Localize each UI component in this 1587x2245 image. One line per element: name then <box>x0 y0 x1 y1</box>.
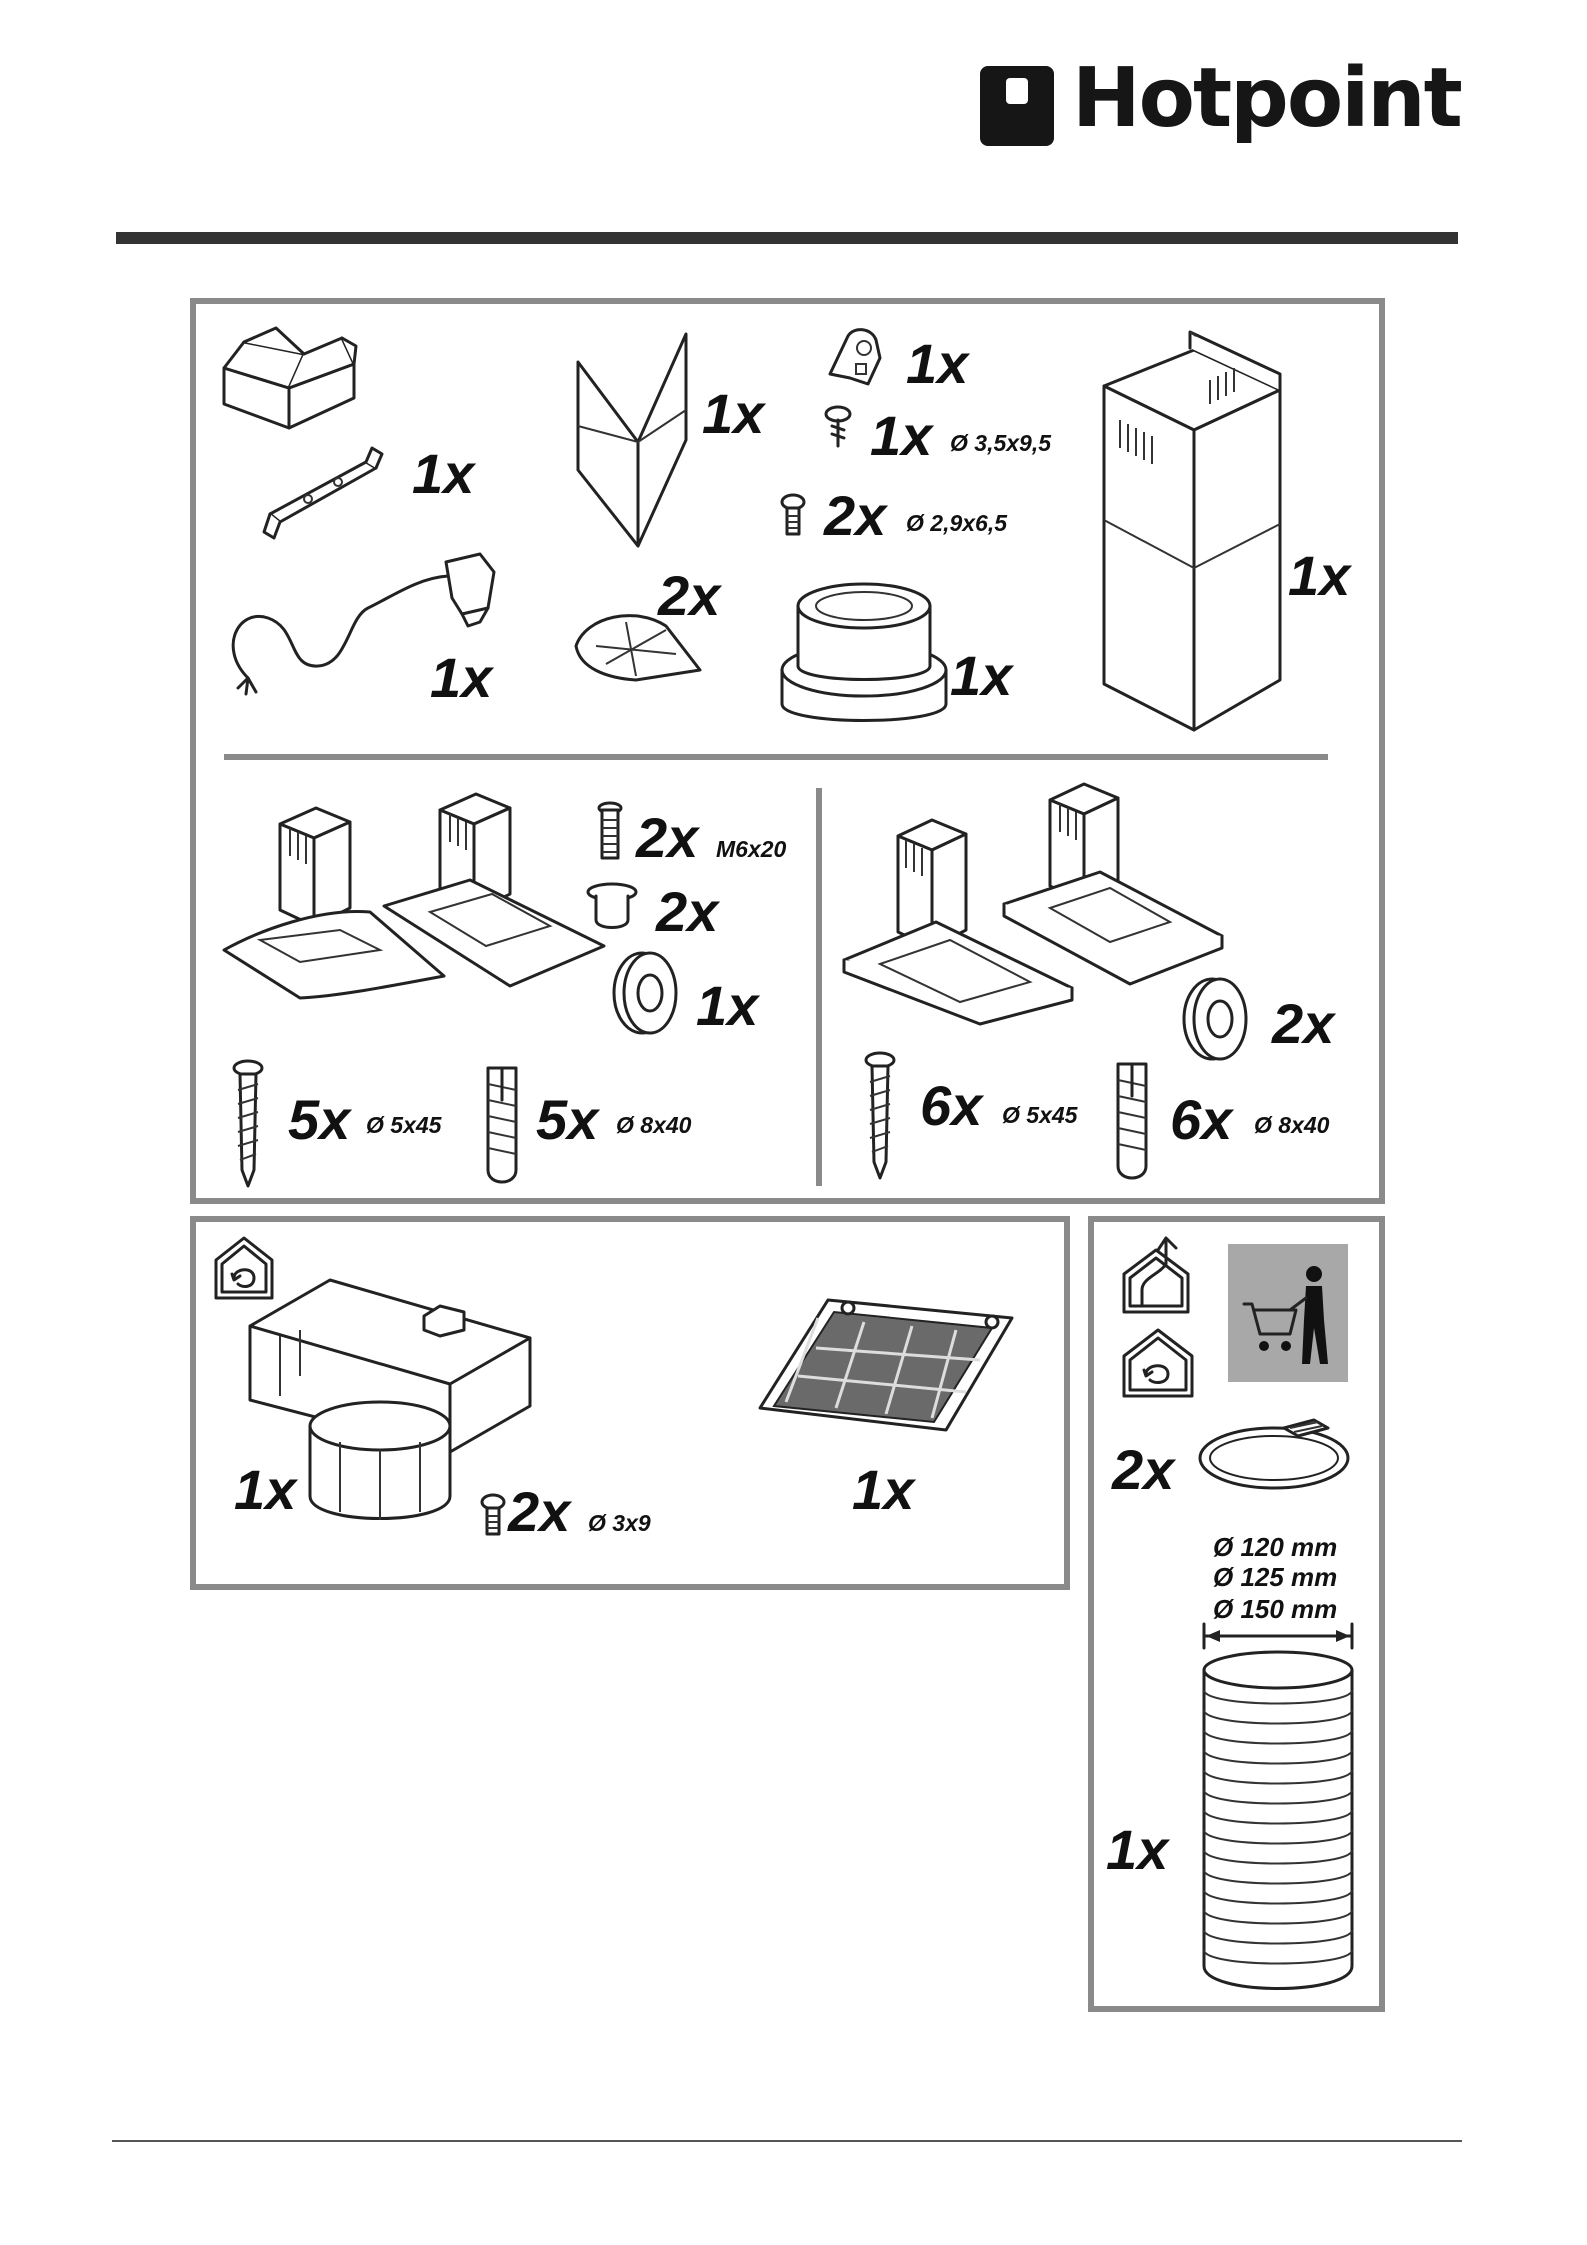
duct-diameter-1: Ø 120 mm <box>1213 1532 1337 1563</box>
cable-qty: 1x <box>430 650 492 706</box>
screw-small-icon <box>822 406 854 450</box>
bracket-icon <box>258 444 388 544</box>
glass-spacer-qty: 2x <box>656 884 718 940</box>
machine-screw-icon <box>778 494 808 538</box>
clamp-qty: 2x <box>1112 1442 1174 1498</box>
hotpoint-mark-icon <box>980 66 1054 146</box>
steel-washer-icon <box>1180 976 1252 1062</box>
mounting-clip-icon <box>820 324 890 394</box>
chimney-icon <box>1100 340 1290 740</box>
glass-bolt-qty: 2x <box>636 810 698 866</box>
glass-screw-spec: Ø 5x45 <box>366 1114 441 1137</box>
flap-valve-qty: 2x <box>658 568 720 624</box>
deflector-qty: 1x <box>702 386 764 442</box>
glass-hood-icon-2 <box>380 786 610 996</box>
steel-plug-qty: 6x <box>1170 1092 1232 1148</box>
steel-screw-spec: Ø 5x45 <box>1002 1104 1077 1127</box>
screw-b-spec: Ø 2,9x6,5 <box>906 512 1007 535</box>
steel-plug-spec: Ø 8x40 <box>1254 1114 1329 1137</box>
adapter-ring-icon <box>774 576 954 726</box>
screw-a-spec: Ø 3,5x9,5 <box>950 432 1051 455</box>
bolt-icon <box>596 802 624 862</box>
hose-qty: 1x <box>1106 1822 1168 1878</box>
brand-name: Hotpoint <box>1072 58 1461 140</box>
glass-plug-qty: 5x <box>536 1092 598 1148</box>
wall-plug-icon <box>480 1060 524 1186</box>
recirc-screw-spec: Ø 3x9 <box>588 1512 651 1535</box>
screw-a-qty: 1x <box>870 408 932 464</box>
steel-washer-qty: 2x <box>1272 996 1334 1052</box>
section-divider <box>224 754 1328 760</box>
dimension-arrow-icon <box>1198 1620 1358 1650</box>
shopping-cart-person-icon <box>1240 1264 1340 1368</box>
washer-icon <box>610 950 682 1036</box>
model-divider <box>816 788 822 1186</box>
ducted-mode-icon <box>1120 1234 1200 1314</box>
spacer-icon <box>584 882 640 930</box>
chimney-qty: 1x <box>1288 548 1350 604</box>
purchase-separately-badge <box>1228 1244 1348 1382</box>
deflector-panel-icon <box>574 330 694 550</box>
recirc-screw-qty: 2x <box>508 1484 570 1540</box>
steel-hood-icon-2 <box>1000 776 1230 996</box>
footer-rule <box>112 2140 1462 2142</box>
clip-qty: 1x <box>906 336 968 392</box>
carbon-filter-qty: 1x <box>852 1462 914 1518</box>
recirculation-mode-icon-2 <box>1120 1326 1196 1400</box>
brand-logo: Hotpoint <box>980 62 1460 158</box>
recirc-deflector-qty: 1x <box>234 1462 296 1518</box>
glass-screw-qty: 5x <box>288 1092 350 1148</box>
steel-wall-plug-icon <box>1110 1056 1154 1182</box>
carbon-filter-icon <box>756 1296 1016 1436</box>
glass-plug-spec: Ø 8x40 <box>616 1114 691 1137</box>
hose-clamp-icon <box>1194 1414 1354 1494</box>
wood-screw-icon <box>230 1060 266 1190</box>
screw-b-qty: 2x <box>824 488 886 544</box>
steel-wood-screw-icon <box>862 1052 898 1182</box>
adapter-ring-qty: 1x <box>950 648 1012 704</box>
recirc-screw-icon <box>478 1494 508 1538</box>
steel-screw-qty: 6x <box>920 1078 982 1134</box>
glass-washer-qty: 1x <box>696 978 758 1034</box>
header-rule <box>116 232 1458 244</box>
box-icon <box>214 324 364 448</box>
flexible-hose-icon <box>1198 1650 1358 1990</box>
box-qty: 1x <box>412 446 474 502</box>
glass-bolt-spec: M6x20 <box>716 838 786 861</box>
duct-diameter-2: Ø 125 mm <box>1213 1562 1337 1593</box>
